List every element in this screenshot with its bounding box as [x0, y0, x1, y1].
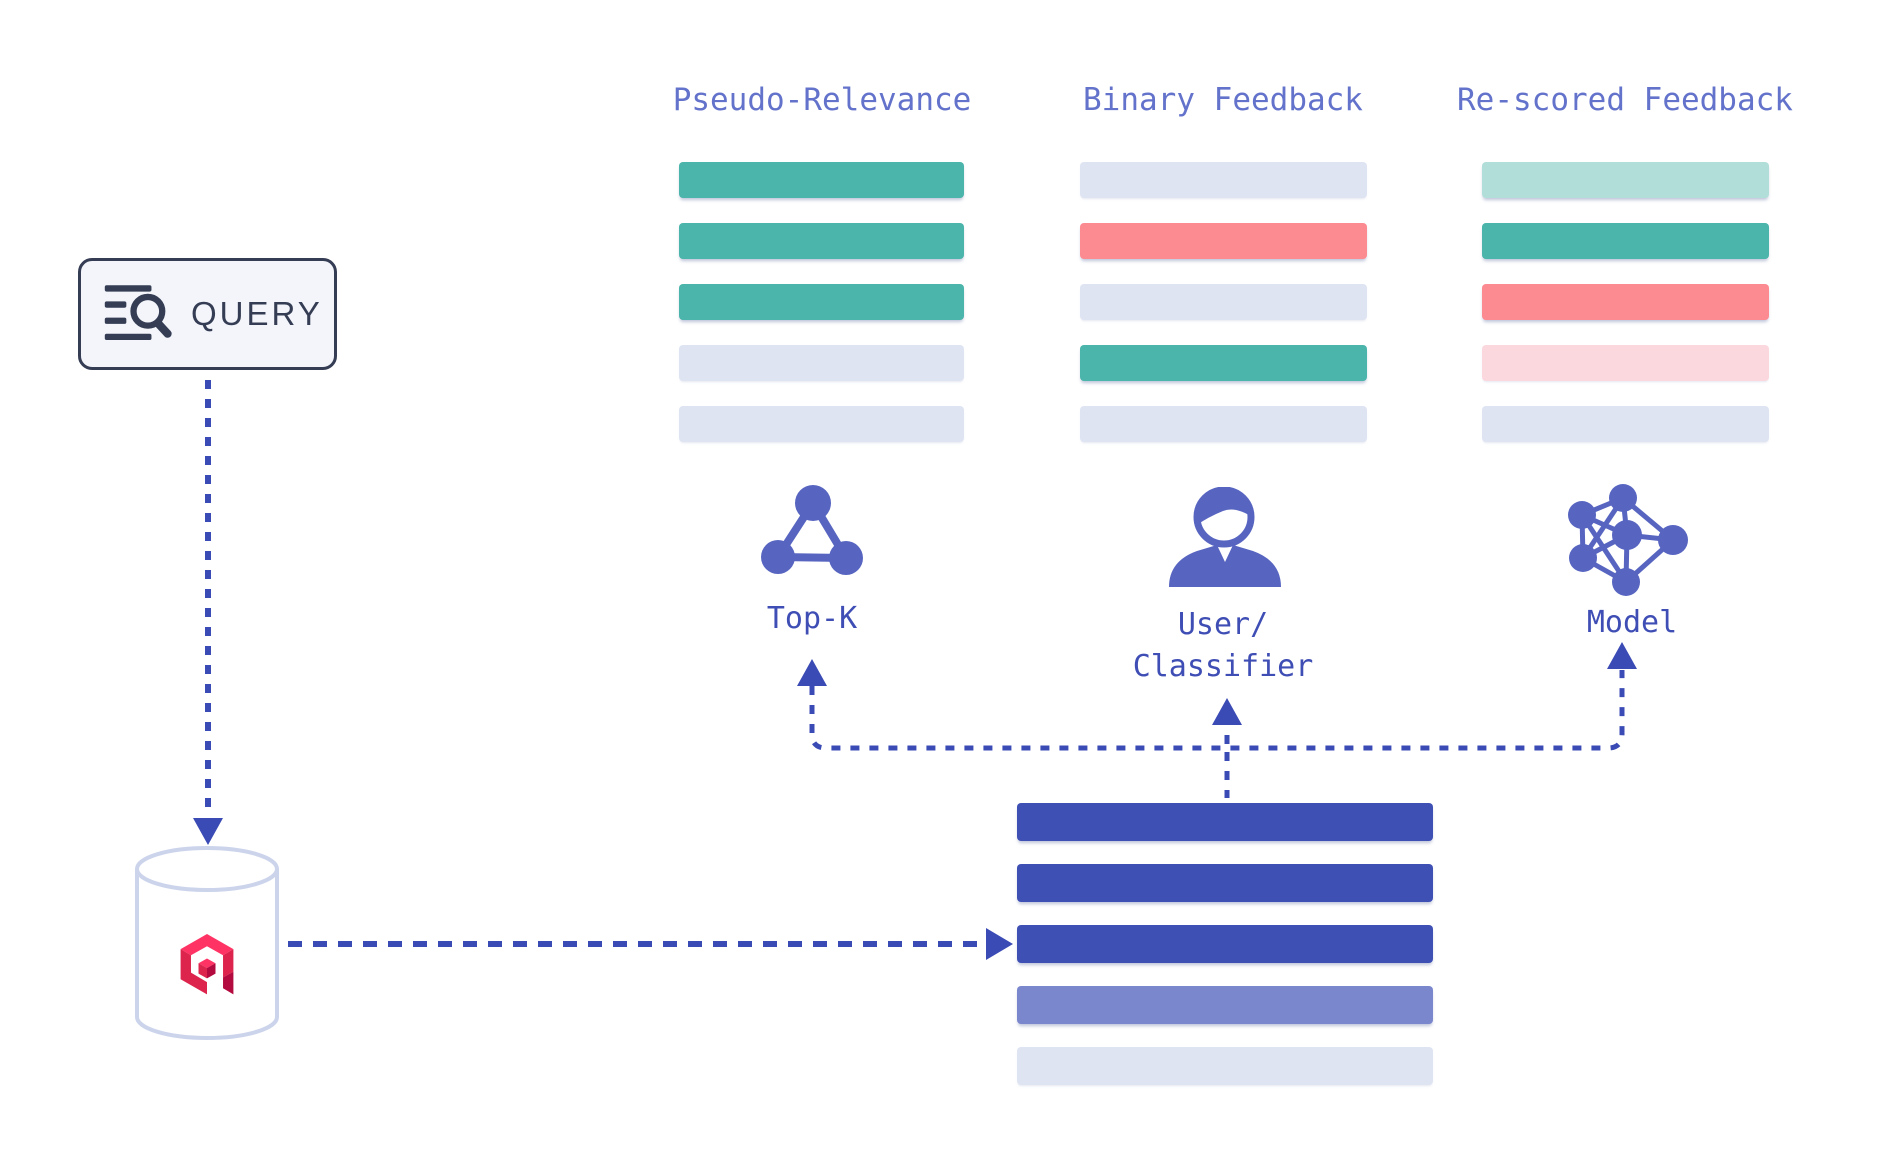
doc-bar: [1482, 284, 1769, 320]
user-icon: [1169, 487, 1281, 587]
pseudo-relevance-doc-list: [679, 162, 964, 467]
cluster-icon: [761, 485, 863, 575]
arrowhead-down-to-db: [193, 818, 223, 845]
doc-bar: [1482, 223, 1769, 259]
neural-network-icon: [1568, 484, 1688, 596]
doc-bar: [679, 345, 964, 381]
doc-bar: [1080, 406, 1367, 442]
vector-database-cylinder: [135, 846, 279, 1040]
doc-bar: [1482, 162, 1769, 198]
doc-bar: [679, 284, 964, 320]
search-list-icon: [104, 285, 172, 341]
binary-feedback-doc-list: [1080, 162, 1367, 467]
arrowhead-right-to-results: [986, 928, 1013, 960]
doc-bar: [1080, 284, 1367, 320]
query-box: QUERY: [78, 258, 337, 370]
doc-bar: [679, 162, 964, 198]
column-title-binary-feedback: Binary Feedback: [1083, 82, 1363, 118]
retrieved-doc-bar: [1017, 803, 1433, 841]
user-classifier-label: User/ Classifier: [1132, 607, 1314, 684]
doc-bar: [1080, 345, 1367, 381]
arrowhead-up-to-topk: [797, 659, 827, 686]
query-label: QUERY: [191, 295, 323, 332]
qdrant-logo: [180, 934, 234, 995]
column-title-rescored-feedback: Re-scored Feedback: [1457, 82, 1793, 118]
retrieved-doc-bar: [1017, 864, 1433, 902]
doc-bar: [1482, 406, 1769, 442]
arrowhead-up-to-model: [1607, 642, 1637, 669]
retrieved-results-list: [1017, 803, 1433, 1108]
model-label: Model: [1586, 605, 1678, 640]
doc-bar: [1080, 223, 1367, 259]
doc-bar: [1080, 162, 1367, 198]
doc-bar: [1482, 345, 1769, 381]
column-title-pseudo-relevance: Pseudo-Relevance: [672, 82, 972, 118]
doc-bar: [679, 406, 964, 442]
retrieved-doc-bar: [1017, 1047, 1433, 1085]
arrowhead-up-to-user: [1212, 698, 1242, 725]
topk-label: Top-K: [766, 601, 858, 636]
rescored-feedback-doc-list: [1482, 162, 1769, 467]
results-feedback-loop-line: [809, 670, 1625, 751]
retrieved-doc-bar: [1017, 986, 1433, 1024]
doc-bar: [679, 223, 964, 259]
retrieved-doc-bar: [1017, 925, 1433, 963]
